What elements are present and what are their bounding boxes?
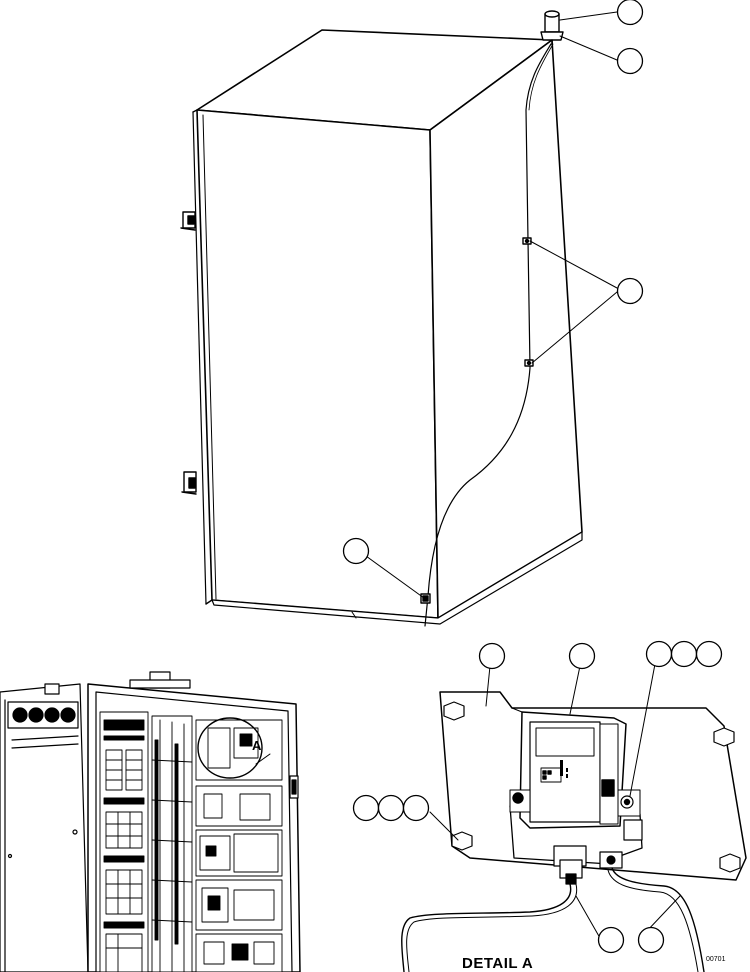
leader-lines-detail xyxy=(429,663,681,939)
radio-module xyxy=(509,711,641,829)
component-rack-middle xyxy=(151,715,193,972)
mounting-bolt xyxy=(443,701,741,873)
open-cabinet-view xyxy=(0,671,301,972)
detail-a-marker-label: A xyxy=(252,738,262,753)
detail-a-view xyxy=(352,640,747,972)
cabinet-front-face xyxy=(196,109,439,619)
cable-entry-grommet xyxy=(420,593,431,604)
drawing-code: 00701 xyxy=(706,956,726,963)
callout-balloon xyxy=(616,47,644,75)
callout-balloon xyxy=(597,926,625,954)
component-rack-left xyxy=(99,711,149,972)
antenna-cable xyxy=(424,43,552,627)
leader-lines-top xyxy=(365,11,618,599)
upper-latch xyxy=(180,211,196,231)
callout-balloons-top xyxy=(342,0,644,565)
callout-balloon xyxy=(616,0,644,26)
callout-balloon xyxy=(637,926,665,954)
callout-balloon xyxy=(568,642,596,670)
callout-balloon xyxy=(352,794,380,822)
callout-balloon xyxy=(695,640,723,668)
callout-balloon xyxy=(342,537,370,565)
callout-balloon xyxy=(670,640,698,668)
cabinet-right-face xyxy=(429,39,583,619)
callout-balloon xyxy=(402,794,430,822)
cable-left xyxy=(401,883,572,972)
cable-clip-lower xyxy=(524,359,534,367)
cable-right xyxy=(611,867,705,972)
cabinet-enclosure xyxy=(180,29,583,625)
lower-latch xyxy=(181,471,197,495)
callout-balloon xyxy=(377,794,405,822)
connectors xyxy=(553,819,643,885)
callout-balloon xyxy=(645,640,673,668)
callout-balloons-detail xyxy=(352,640,723,954)
callout-balloon xyxy=(616,277,644,305)
detail-a-circle xyxy=(197,717,263,779)
component-rack-right xyxy=(195,719,283,972)
callout-balloon xyxy=(478,642,506,670)
detail-a-caption: DETAIL A xyxy=(462,955,534,972)
antenna xyxy=(540,10,564,45)
